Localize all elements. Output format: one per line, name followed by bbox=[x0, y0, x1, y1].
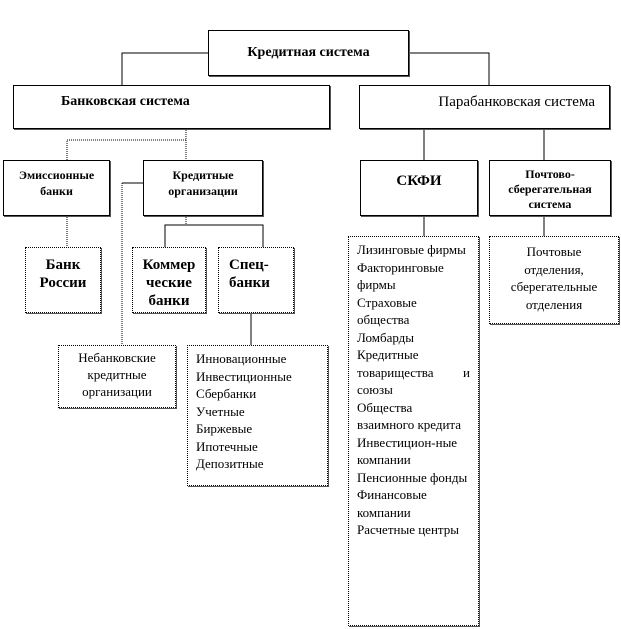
list-item: Финансовые компании bbox=[357, 487, 427, 520]
list-item: Депозитные bbox=[196, 456, 264, 471]
list-item: Инвестиционные bbox=[196, 368, 292, 384]
postal-offices-box: Почтовые отделения, сберегательные отдел… bbox=[489, 236, 619, 324]
postal-savings-system-box: Почтово-сберегательная система bbox=[489, 160, 611, 216]
list-item: Ипотечные bbox=[196, 438, 258, 454]
list-item: Расчетные центры bbox=[357, 522, 459, 537]
parabanking-system-box: Парабанковская система bbox=[359, 85, 610, 129]
emission-banks-box: Эмиссионные банки bbox=[3, 160, 110, 216]
list-item: Общества взаимного кредита bbox=[357, 399, 462, 433]
list-item: Пенсионные фонды bbox=[357, 469, 468, 485]
root-box-credit-system: Кредитная система bbox=[208, 30, 409, 76]
list-item: Факторинговые фирмы bbox=[357, 259, 444, 293]
list-item: Кредитные товарищества и союзы bbox=[357, 347, 470, 397]
list-item: Учетные bbox=[196, 403, 245, 419]
list-item: Инновационные bbox=[196, 351, 287, 366]
special-banks-box: Спец- банки bbox=[218, 247, 294, 313]
list-item: Ломбарды bbox=[357, 329, 415, 345]
nonbank-credit-orgs-box: Небанковские кредитные организации bbox=[58, 345, 176, 408]
skfi-list: Лизинговые фирмы Факторинговые фирмы Стр… bbox=[348, 236, 479, 626]
credit-organizations-box: Кредитные организации bbox=[143, 160, 263, 216]
list-item: Лизинговые фирмы bbox=[357, 242, 466, 257]
skfi-box: СКФИ bbox=[360, 160, 478, 216]
list-item: Страховые общества bbox=[357, 294, 417, 328]
list-item: Биржевые bbox=[196, 421, 253, 436]
banking-system-box: Банковская система bbox=[13, 85, 330, 129]
bank-of-russia-box: Банк России bbox=[25, 247, 101, 313]
list-item: Инвестицион-ные компании bbox=[357, 434, 458, 468]
commercial-banks-box: Коммер ческие банки bbox=[132, 247, 206, 313]
list-item: Сбербанки bbox=[196, 386, 257, 401]
special-banks-list: Инновационные Инвестиционные Сбербанки У… bbox=[187, 345, 328, 486]
